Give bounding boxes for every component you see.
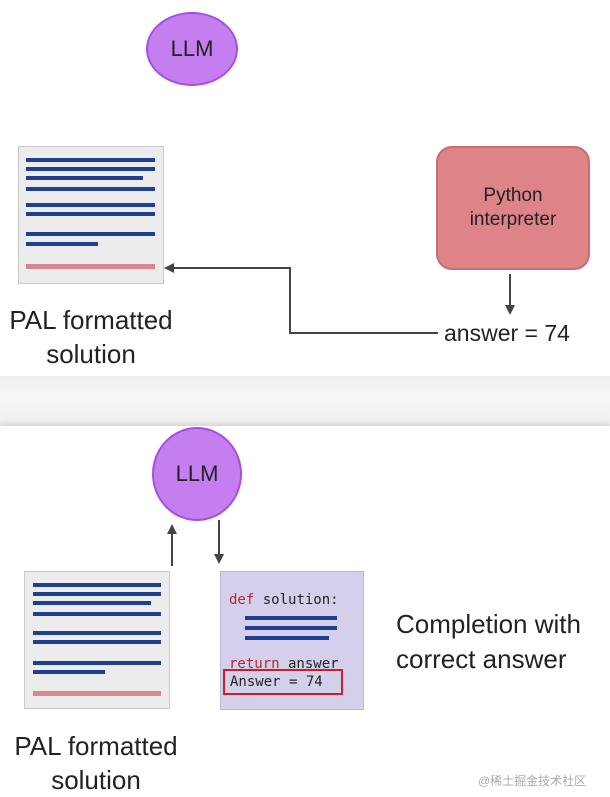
- python-label-line2: interpreter: [469, 209, 557, 230]
- doc-highlight-line: [33, 691, 161, 696]
- code-return-keyword: return: [229, 656, 280, 672]
- completion-line1: Completion with: [396, 609, 581, 639]
- llm-circle-top: LLM: [146, 12, 238, 86]
- pal-label-line1: PAL formatted: [9, 305, 173, 335]
- llm-label: LLM: [170, 36, 214, 61]
- pal-label-line2: solution: [46, 339, 136, 369]
- pal-label-bottom: PAL formatted solution: [4, 729, 188, 797]
- bottom-arrows: [167, 520, 224, 566]
- llm-circle-bottom: LLM: [152, 427, 242, 521]
- code-body-line: [245, 636, 329, 640]
- answer-highlight-box: Answer = 74: [223, 669, 343, 695]
- doc-highlight-line: [26, 264, 155, 269]
- pal-label-top: PAL formatted solution: [0, 303, 182, 371]
- python-label-line1: Python: [483, 185, 543, 206]
- code-body-line: [245, 626, 337, 630]
- panel-divider: [0, 376, 610, 426]
- doc-line: [26, 158, 155, 162]
- doc-line: [33, 661, 161, 665]
- doc-line: [33, 640, 161, 644]
- pal-document-top: [18, 146, 164, 284]
- pal-label-line1: PAL formatted: [14, 731, 178, 761]
- code-body-line: [245, 616, 337, 620]
- bottom-panel: LLM PAL formatted solution def solution:…: [0, 426, 610, 796]
- doc-line: [26, 187, 155, 191]
- doc-line: [33, 601, 151, 605]
- top-arrows: [164, 263, 515, 334]
- completion-label: Completion with correct answer: [396, 607, 610, 677]
- doc-line: [26, 176, 143, 180]
- pal-document-bottom: [24, 571, 170, 709]
- doc-line: [26, 212, 155, 216]
- doc-line: [33, 670, 105, 674]
- doc-line: [33, 592, 161, 596]
- python-interpreter-box: Python interpreter: [436, 146, 590, 270]
- code-return-line: return answer: [229, 656, 339, 672]
- llm-label: LLM: [175, 461, 219, 486]
- completion-line2: correct answer: [396, 644, 567, 674]
- doc-line: [33, 583, 161, 587]
- answer-text: answer = 74: [444, 320, 570, 346]
- code-box: def solution: return answer Answer = 74: [220, 571, 364, 710]
- code-return-rest: answer: [279, 656, 339, 672]
- pal-label-line2: solution: [51, 765, 141, 795]
- top-panel: LLM PAL formatted solution Python interp…: [0, 0, 610, 376]
- doc-line: [33, 631, 161, 635]
- code-def-keyword: def: [229, 592, 255, 608]
- arrow-answer-to-document: [164, 263, 438, 334]
- doc-line: [33, 612, 161, 616]
- doc-line: [26, 242, 98, 246]
- doc-line: [26, 203, 155, 207]
- code-def-line: def solution:: [229, 592, 339, 608]
- doc-line: [26, 167, 155, 171]
- doc-line: [26, 232, 155, 236]
- code-def-rest: solution:: [254, 592, 339, 608]
- watermark-text: @稀土掘金技术社区: [478, 774, 587, 788]
